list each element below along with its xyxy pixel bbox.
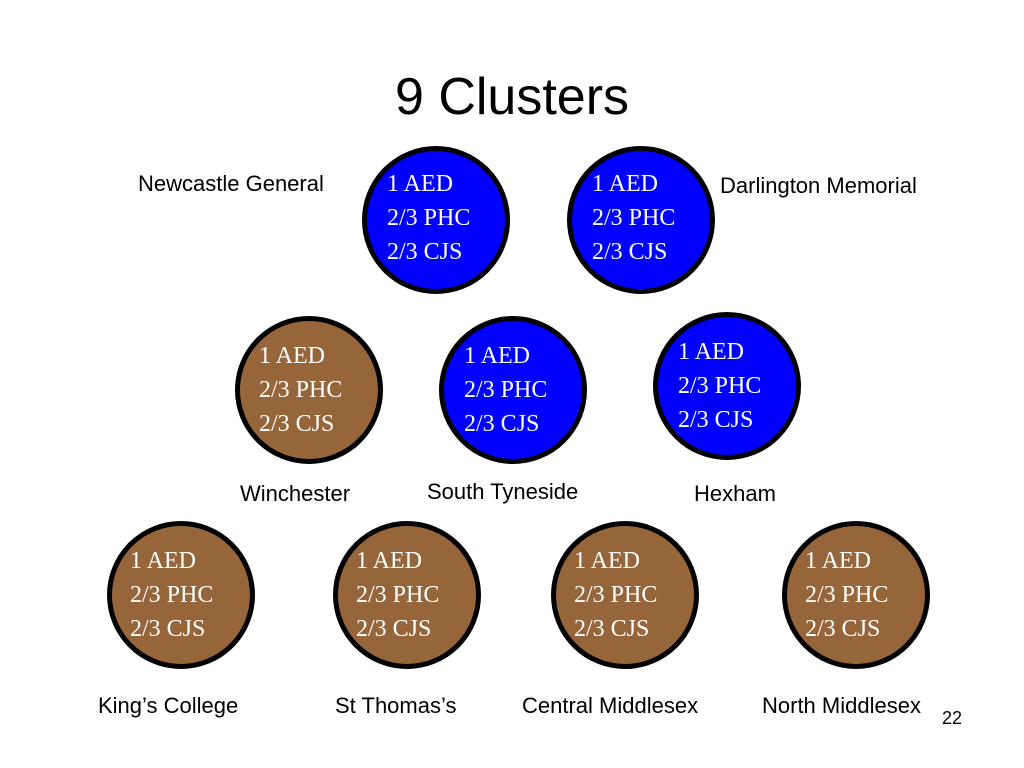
page-number: 22 [942,708,963,728]
cluster-line-phc: 2/3 PHC [259,377,343,403]
cluster-label-kings-college: King’s College [98,693,239,718]
cluster-line-cjs: 2/3 CJS [130,616,206,642]
cluster-circle-north-middlesex: 1 AED 2/3 PHC 2/3 CJS [782,521,930,669]
cluster-circle-newcastle-general: 1 AED 2/3 PHC 2/3 CJS [362,146,510,294]
cluster-line-phc: 2/3 PHC [678,373,762,399]
cluster-circle-central-middlesex: 1 AED 2/3 PHC 2/3 CJS [551,521,699,669]
cluster-line-phc: 2/3 PHC [464,377,548,403]
cluster-line-aed: 1 AED [464,343,530,369]
cluster-circle-winchester: 1 AED 2/3 PHC 2/3 CJS [235,316,383,464]
cluster-line-aed: 1 AED [805,548,871,574]
cluster-line-phc: 2/3 PHC [574,582,658,608]
cluster-circle-st-thomass: 1 AED 2/3 PHC 2/3 CJS [333,521,481,669]
cluster-line-aed: 1 AED [130,548,196,574]
cluster-line-cjs: 2/3 CJS [592,239,668,265]
cluster-label-darlington-memorial: Darlington Memorial [720,173,917,198]
cluster-line-phc: 2/3 PHC [592,205,676,231]
cluster-line-cjs: 2/3 CJS [259,411,335,437]
cluster-label-hexham: Hexham [694,481,776,506]
cluster-circle-hexham: 1 AED 2/3 PHC 2/3 CJS [653,312,801,460]
cluster-label-south-tyneside: South Tyneside [427,479,579,504]
cluster-line-cjs: 2/3 CJS [805,616,881,642]
cluster-line-aed: 1 AED [592,171,658,197]
cluster-line-cjs: 2/3 CJS [574,616,650,642]
cluster-circle-kings-college: 1 AED 2/3 PHC 2/3 CJS [107,521,255,669]
cluster-line-aed: 1 AED [259,343,325,369]
cluster-line-cjs: 2/3 CJS [678,407,754,433]
cluster-line-phc: 2/3 PHC [130,582,214,608]
cluster-line-aed: 1 AED [574,548,640,574]
cluster-circle-south-tyneside: 1 AED 2/3 PHC 2/3 CJS [439,316,587,464]
cluster-label-winchester: Winchester [240,481,351,506]
cluster-label-central-middlesex: Central Middlesex [522,693,699,718]
slide-title: 9 Clusters [394,68,630,126]
cluster-label-newcastle-general: Newcastle General [138,171,324,196]
cluster-line-cjs: 2/3 CJS [387,239,463,265]
cluster-line-phc: 2/3 PHC [805,582,889,608]
cluster-line-phc: 2/3 PHC [387,205,471,231]
cluster-line-aed: 1 AED [678,339,744,365]
cluster-label-st-thomass: St Thomas’s [335,693,457,718]
cluster-circle-darlington-memorial: 1 AED 2/3 PHC 2/3 CJS [567,146,715,294]
cluster-line-aed: 1 AED [356,548,422,574]
cluster-line-cjs: 2/3 CJS [356,616,432,642]
cluster-line-cjs: 2/3 CJS [464,411,540,437]
cluster-label-north-middlesex: North Middlesex [762,693,921,718]
cluster-line-aed: 1 AED [387,171,453,197]
cluster-line-phc: 2/3 PHC [356,582,440,608]
